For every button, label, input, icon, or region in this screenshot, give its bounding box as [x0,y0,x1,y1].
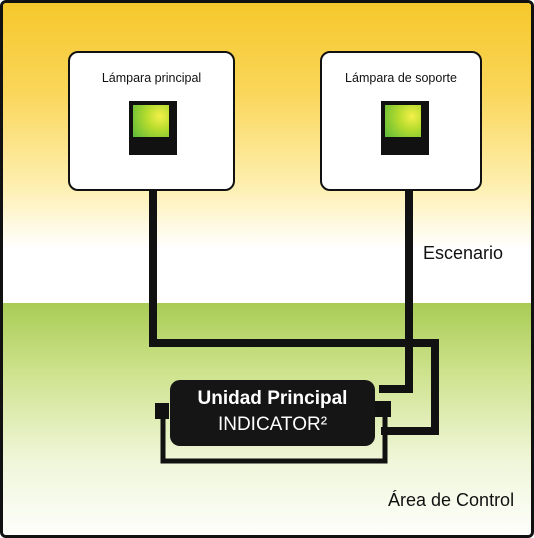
support-lamp-icon [381,101,429,155]
stage-label: Escenario [423,243,504,263]
unit-title: Unidad Principal [197,388,348,409]
main-lamp-light [133,105,169,137]
control-label: Área de Control [388,490,515,510]
support-lamp-label: Lámpara de soporte [345,71,457,85]
main-lamp-icon [129,101,177,155]
support-lamp-cable [379,151,413,393]
unit-model: INDICATOR² [217,414,328,435]
left-connector [155,403,169,419]
support-lamp-box: Lámpara de soporte [320,51,482,191]
right-connector [375,401,391,417]
main-lamp-label: Lámpara principal [101,71,202,85]
cable-wiring [149,151,439,464]
main-lamp-cable [149,151,439,435]
unit-loop-cable [160,411,388,464]
main-lamp-box: Lámpara principal [68,51,235,191]
main-unit: Unidad Principal INDICATOR² [170,380,375,446]
support-lamp-light [385,105,421,137]
